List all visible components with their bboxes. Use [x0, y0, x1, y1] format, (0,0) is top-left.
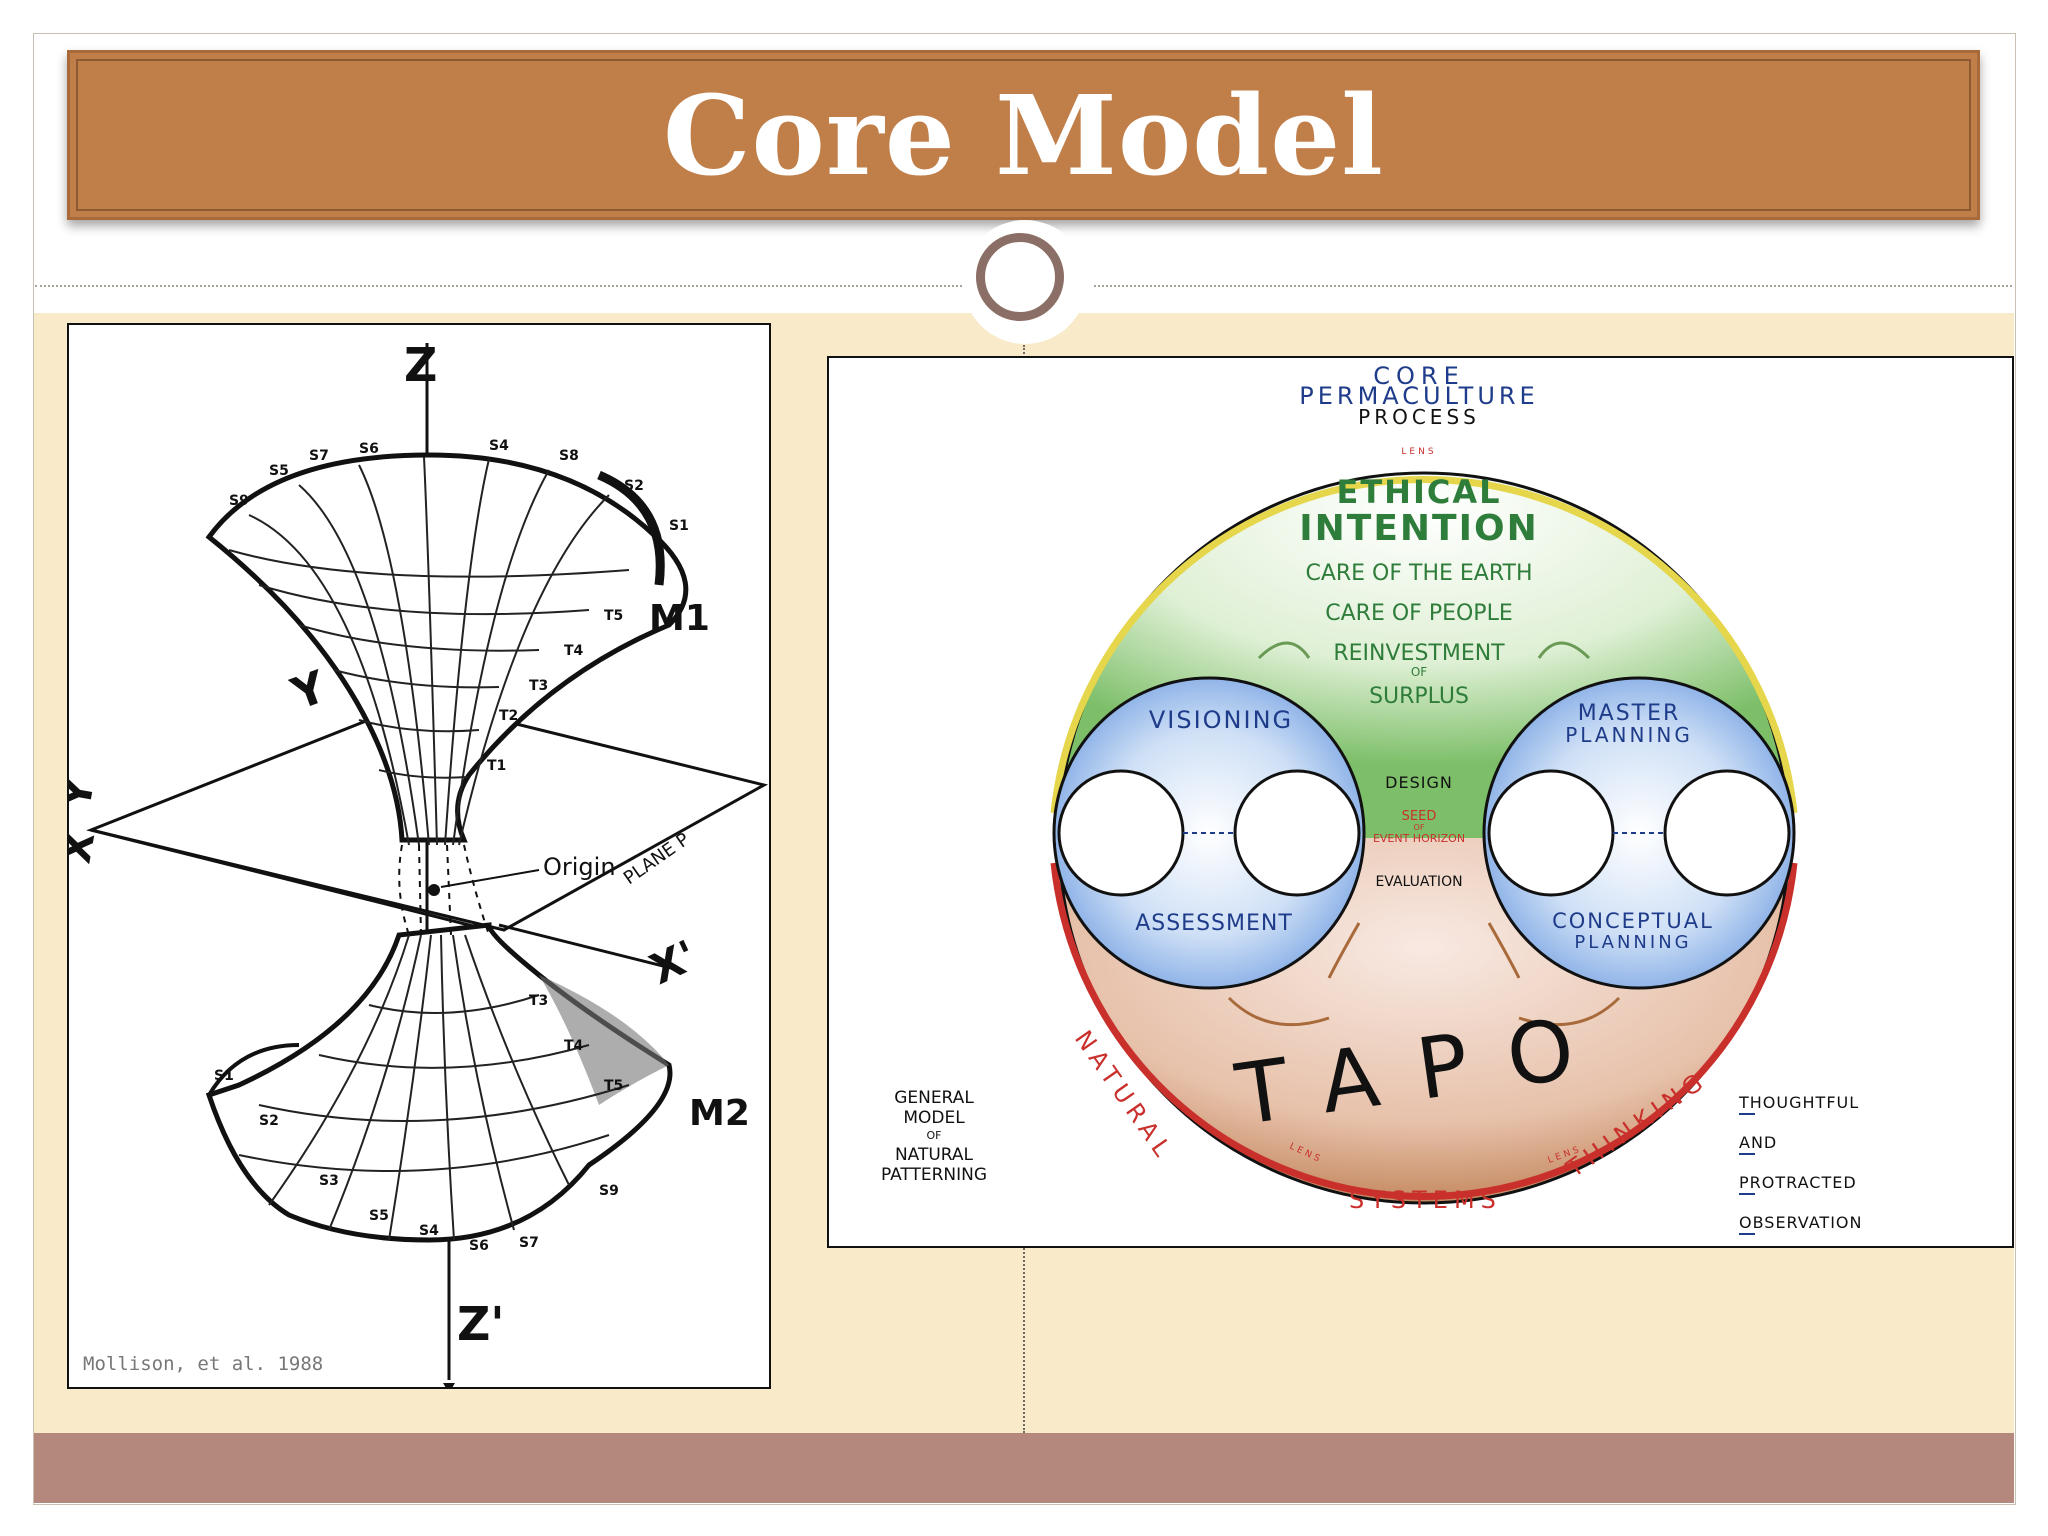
- quadrant-master-2: PLANNING: [1565, 723, 1693, 747]
- tick-label: S1: [214, 1068, 234, 1084]
- header-process: PROCESS: [1358, 405, 1480, 429]
- center-seed: SEED: [1402, 809, 1437, 824]
- general-model-line: MODEL: [903, 1108, 965, 1128]
- quadrant-master-1: MASTER: [1578, 701, 1681, 726]
- tick-label: S7: [519, 1235, 539, 1251]
- tick-label: S9: [599, 1183, 619, 1199]
- tick-label: S3: [319, 1173, 339, 1189]
- general-model-line: PATTERNING: [881, 1165, 987, 1185]
- tick-label: S4: [489, 438, 509, 454]
- tick-label: T1: [487, 758, 506, 774]
- label-x-prime: X': [643, 931, 705, 995]
- tick-label: S2: [259, 1113, 279, 1129]
- ethic-of: OF: [1411, 665, 1427, 679]
- tick-label: S5: [269, 463, 289, 479]
- label-m1: M1: [649, 598, 710, 639]
- divider-right: [1094, 285, 2012, 287]
- tick-label: S1: [669, 518, 689, 534]
- center-evaluation: EVALUATION: [1375, 874, 1462, 890]
- quadrant-assessment: ASSESSMENT: [1135, 911, 1293, 936]
- label-m2: M2: [689, 1093, 750, 1134]
- tapo-legend-protracted: PROTRACTED: [1739, 1173, 1857, 1192]
- tick-label: S6: [469, 1238, 489, 1254]
- figure-credit: Mollison, et al. 1988: [83, 1353, 324, 1375]
- general-model-line: OF: [927, 1129, 942, 1142]
- ethical-title: ETHICAL: [1336, 473, 1501, 511]
- center-design: DESIGN: [1385, 773, 1453, 792]
- header-core: CORE: [1373, 362, 1465, 390]
- label-x-left: X: [69, 828, 104, 867]
- torus-drawing: Z Z' Y Y X X' M1 M2 Origin PLANE P S5 S7…: [69, 338, 769, 1387]
- divider-left: [35, 285, 970, 287]
- quadrant-conceptual-2: PLANNING: [1574, 932, 1691, 953]
- slide-title: Core Model: [663, 70, 1384, 200]
- general-model-line: GENERAL: [894, 1088, 974, 1108]
- tapo-legend-thoughtful: THOUGHTFUL: [1738, 1093, 1859, 1112]
- label-y-left: Y: [69, 774, 104, 813]
- tapo-legend-observation: OBSERVATION: [1739, 1213, 1862, 1232]
- quadrant-visioning: VISIONING: [1149, 706, 1293, 734]
- tick-label: T4: [564, 643, 584, 659]
- tick-label: T3: [529, 678, 548, 694]
- lens-top: LENS: [1401, 447, 1436, 457]
- intention-title: INTENTION: [1299, 508, 1538, 549]
- permaculture-drawing: CORE PERMACULTURE PROCESS LENS ETHICAL I…: [881, 362, 1862, 1235]
- arc-systems: SYSTEMS: [1349, 1186, 1502, 1214]
- tick-label: T5: [604, 1078, 623, 1094]
- ethic-care-people: CARE OF PEOPLE: [1325, 601, 1512, 626]
- footer-band: [34, 1433, 2014, 1503]
- tick-label: S5: [369, 1208, 389, 1224]
- label-z: Z: [404, 338, 437, 392]
- label-z-prime: Z': [457, 1297, 504, 1351]
- ethic-surplus: SURPLUS: [1369, 684, 1469, 709]
- tick-label: T2: [499, 708, 518, 724]
- center-event-horizon: EVENT HORIZON: [1373, 832, 1465, 845]
- center-of: OF: [1414, 823, 1425, 832]
- tick-label: S4: [419, 1223, 439, 1239]
- tick-label: S8: [559, 448, 579, 464]
- tick-label: T4: [564, 1038, 584, 1054]
- tick-label: T3: [529, 993, 548, 1009]
- tick-label: S9: [229, 493, 249, 509]
- label-origin: Origin: [543, 853, 616, 881]
- ethic-care-earth: CARE OF THE EARTH: [1305, 561, 1532, 586]
- general-model-line: NATURAL: [895, 1145, 974, 1165]
- tick-label: S7: [309, 448, 329, 464]
- ethic-reinvestment: REINVESTMENT: [1333, 641, 1505, 666]
- label-y: Y: [284, 661, 333, 721]
- ring-ornament: [976, 233, 1064, 321]
- tapo-legend-and: AND: [1739, 1133, 1777, 1152]
- permaculture-figure: CORE PERMACULTURE PROCESS LENS ETHICAL I…: [827, 356, 2014, 1248]
- tick-label: S2: [624, 478, 644, 494]
- tick-label: T5: [604, 608, 623, 624]
- tick-label: S6: [359, 441, 379, 457]
- quadrant-conceptual-1: CONCEPTUAL: [1552, 909, 1714, 933]
- header-permaculture: PERMACULTURE: [1299, 382, 1538, 410]
- title-banner: Core Model: [67, 50, 1980, 220]
- torus-figure: Z Z' Y Y X X' M1 M2 Origin PLANE P S5 S7…: [67, 323, 771, 1389]
